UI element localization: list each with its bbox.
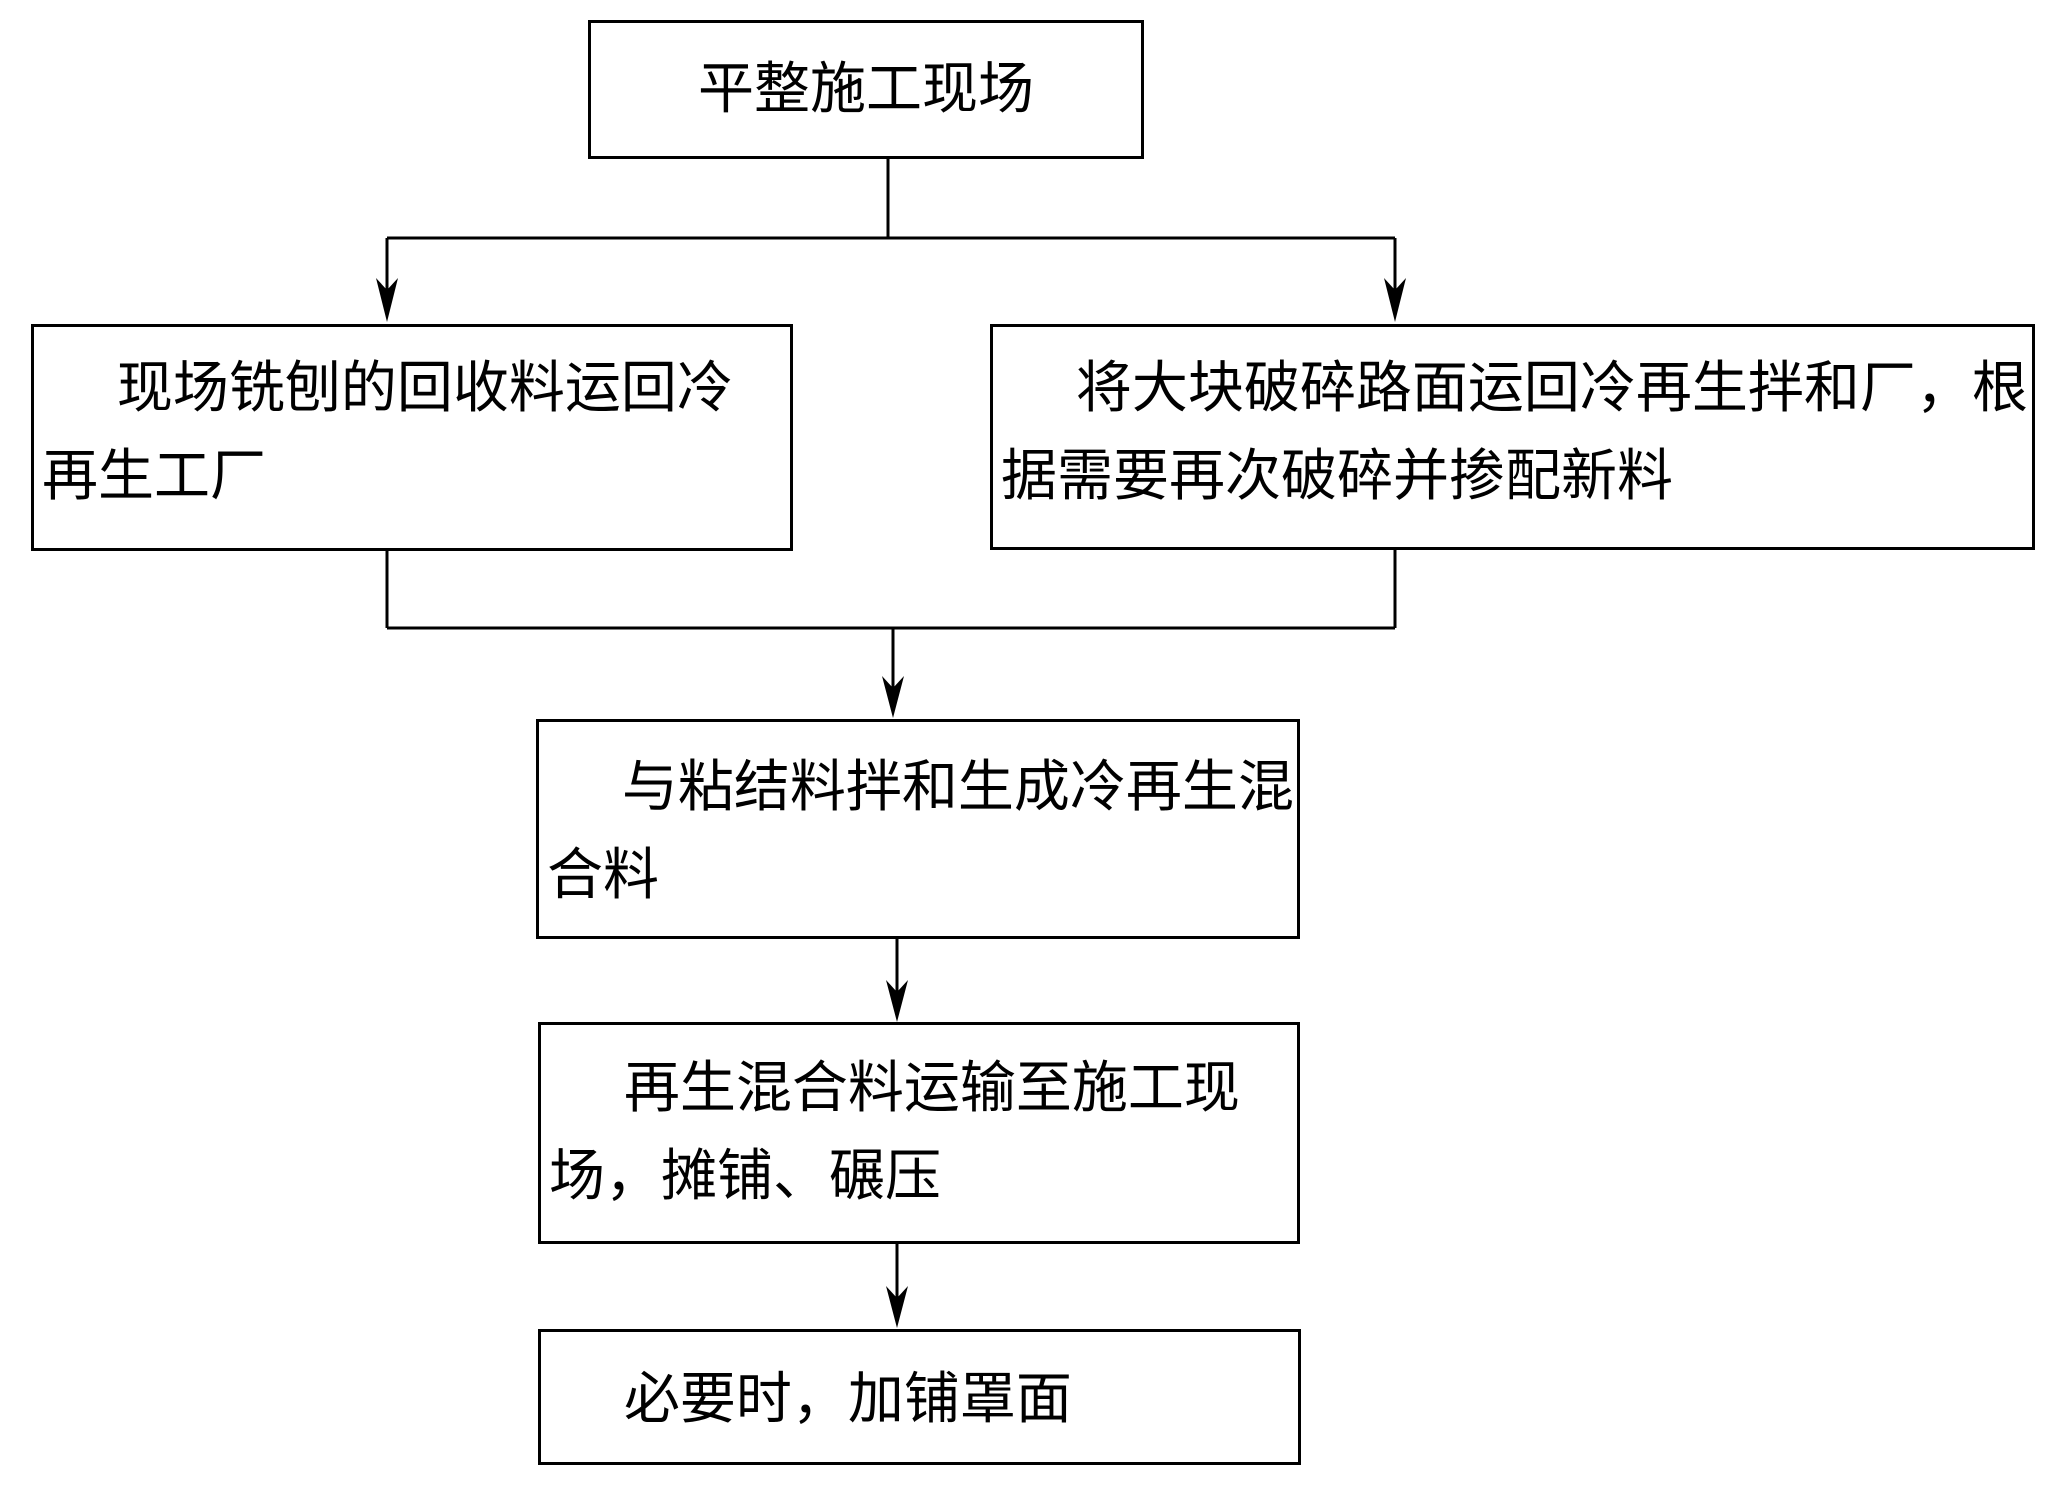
node-overlay-label: 必要时，加铺罩面 — [623, 1367, 1072, 1432]
node-milled-material-label: 现场铣刨的回收料运回冷再生工厂 — [42, 356, 733, 509]
node-milled-material: 现场铣刨的回收料运回冷再生工厂 — [31, 324, 793, 551]
node-mix-binder-label: 与粘结料拌和生成冷再生混合料 — [547, 755, 1294, 908]
arrowhead-mix-transport — [886, 980, 908, 1022]
arrowhead-left-branch — [376, 278, 398, 322]
arrowhead-merge — [882, 676, 904, 718]
arrowhead-right-branch — [1384, 278, 1406, 322]
node-large-pavement: 将大块破碎路面运回冷再生拌和厂，根据需要再次破碎并掺配新料 — [990, 324, 2035, 550]
node-transport-pave: 再生混合料运输至施工现场，摊铺、碾压 — [538, 1022, 1300, 1244]
node-transport-pave-label: 再生混合料运输至施工现场，摊铺、碾压 — [549, 1056, 1240, 1209]
arrowhead-transport-overlay — [886, 1286, 908, 1328]
node-mix-binder: 与粘结料拌和生成冷再生混合料 — [536, 719, 1300, 939]
node-level-site: 平整施工现场 — [588, 20, 1144, 159]
node-overlay: 必要时，加铺罩面 — [538, 1329, 1301, 1465]
node-level-site-label: 平整施工现场 — [698, 56, 1034, 122]
node-large-pavement-label: 将大块破碎路面运回冷再生拌和厂，根据需要再次破碎并掺配新料 — [1001, 356, 2028, 509]
